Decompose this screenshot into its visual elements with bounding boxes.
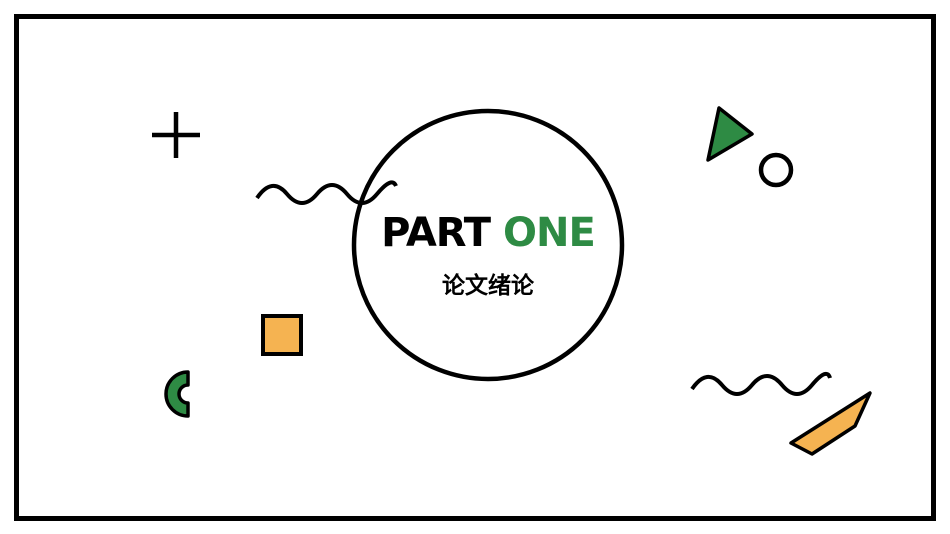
wave-icon bbox=[255, 180, 398, 205]
title-circle bbox=[351, 108, 625, 382]
arc-icon bbox=[164, 370, 190, 418]
title-block: PART ONE 论文绪论 bbox=[354, 205, 622, 303]
square-icon bbox=[261, 314, 303, 356]
slide-frame bbox=[14, 14, 936, 521]
wave-icon-right bbox=[690, 371, 832, 396]
title-part: PART bbox=[381, 210, 491, 256]
plus-icon bbox=[152, 112, 200, 158]
subtitle: 论文绪论 bbox=[442, 273, 534, 299]
page-title: PART ONE bbox=[354, 205, 622, 261]
ring-icon bbox=[758, 152, 794, 188]
title-one: ONE bbox=[503, 210, 596, 256]
triangle-icon bbox=[706, 106, 754, 162]
parallelogram-icon bbox=[789, 391, 872, 456]
